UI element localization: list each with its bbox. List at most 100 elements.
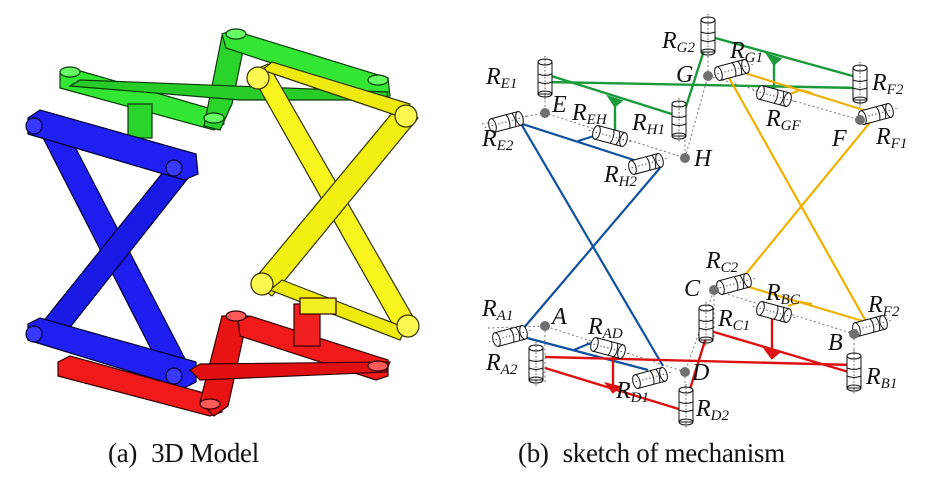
caption-a: (a) 3D Model: [108, 438, 259, 469]
yellow-bracket: [299, 297, 337, 315]
green-post: [127, 103, 153, 139]
joint-RF2-top: [852, 61, 868, 107]
link-RH2-RA1: [521, 167, 661, 331]
yellow-top-bar: [260, 61, 411, 119]
point-E: [540, 108, 550, 118]
green-junction: [606, 94, 624, 108]
green-pin: [367, 74, 389, 86]
joint-RG2: [700, 13, 716, 59]
joint-RE1: [537, 55, 553, 101]
caption-a-text: 3D Model: [151, 438, 259, 468]
label-REH: REH: [571, 100, 608, 128]
green-top-platform: [59, 28, 391, 139]
link-RE2-RH2: [509, 118, 635, 162]
label-C: C: [684, 276, 701, 302]
label-RE2: RE2: [481, 126, 514, 154]
joint-RD2: [678, 383, 694, 429]
caption-a-tag: (a): [108, 438, 138, 468]
joint-RC1: [698, 301, 714, 347]
point-A: [540, 321, 550, 331]
link-RG2-RH1: [681, 43, 708, 117]
label-RF2-bottom: RF2: [867, 292, 900, 320]
label-A: A: [550, 304, 567, 330]
green-link-cross: [68, 79, 389, 101]
point-D: [680, 367, 690, 377]
link-RE1-RF2: [544, 80, 861, 90]
blue-top-bar: [27, 109, 199, 181]
label-RH1: RH1: [631, 110, 665, 138]
links-red: [544, 317, 855, 412]
point-C: [709, 285, 719, 295]
blue-pin: [25, 325, 43, 343]
blue-pin: [165, 159, 183, 177]
links-yellow: [727, 68, 873, 326]
points: [540, 71, 865, 377]
link-RC1-RB1: [713, 330, 853, 375]
yellow-bar-2: [251, 105, 419, 297]
label-RD2: RD2: [695, 396, 730, 424]
red-junction: [604, 382, 622, 394]
blue-bar-2: [37, 155, 197, 341]
blue-pin: [165, 367, 183, 385]
green-pin: [59, 66, 81, 78]
point-H: [680, 153, 690, 163]
green-junction: [765, 52, 783, 66]
joint-RB1: [846, 349, 862, 395]
green-pin: [203, 112, 225, 124]
blue-left-scissor: [25, 109, 199, 391]
label-H: H: [693, 146, 713, 172]
label-RG1: RG1: [729, 38, 763, 66]
label-RG2: RG2: [661, 28, 696, 56]
mechanism-sketch-panel: E F G H A B C D RG2 RG1 RE1 RF2 REH RH1 …: [481, 13, 907, 429]
link-RG1-RF2b: [727, 75, 869, 326]
caption-b-text: sketch of mechanism: [562, 438, 786, 468]
green-link-vertical: [203, 35, 247, 131]
label-RB1: RB1: [865, 364, 897, 392]
label-RC2: RC2: [705, 248, 739, 276]
label-E: E: [551, 92, 567, 118]
label-RGF: RGF: [765, 106, 802, 134]
links-blue: [509, 118, 664, 372]
joint-labels: RG2 RG1 RE1 RF2 REH RH1 RGF RF1 RE2 RH2 …: [481, 28, 907, 424]
link-RA1-RD1: [511, 332, 649, 372]
yellow-pin: [396, 314, 420, 338]
label-B: B: [828, 330, 843, 356]
red-pin: [199, 398, 221, 410]
link-RG2-RF2: [707, 34, 861, 80]
point-G: [703, 71, 713, 81]
label-G: G: [676, 62, 693, 88]
label-RBC: RBC: [765, 280, 801, 308]
link-RGF-yellow: [787, 88, 813, 97]
joint-RA1: [486, 323, 534, 349]
yellow-right-scissor: [246, 61, 420, 341]
label-D: D: [691, 360, 709, 386]
caption-b: (b) sketch of mechanism: [518, 438, 785, 469]
red-bottom-platform: [57, 297, 391, 417]
green-pin: [225, 28, 247, 40]
label-RAD: RAD: [587, 314, 623, 342]
joint-RH2: [622, 151, 670, 177]
red-link-cross: [189, 361, 391, 381]
joint-RD1: [626, 365, 674, 391]
blue-pin: [25, 117, 43, 135]
3d-model-panel: [25, 28, 420, 417]
link-RBC-yellow: [787, 300, 813, 308]
label-RE1: RE1: [485, 64, 517, 92]
label-RA2: RA2: [485, 350, 518, 378]
link-RF1-RC2: [744, 119, 873, 276]
point-F: [855, 115, 865, 125]
label-F: F: [831, 126, 847, 152]
label-RF1: RF1: [875, 124, 907, 152]
link-RE2-RD1: [519, 121, 664, 367]
caption-b-tag: (b): [518, 438, 549, 468]
label-RC1: RC1: [717, 306, 750, 334]
label-RH2: RH2: [603, 162, 638, 190]
red-pin: [225, 310, 247, 322]
joint-RH1: [671, 97, 687, 143]
point-labels: E F G H A B C D: [550, 62, 847, 386]
links-green: [544, 34, 861, 130]
label-RD1: RD1: [615, 378, 649, 406]
yellow-pin: [246, 66, 270, 90]
yellow-pin: [250, 272, 274, 296]
red-link-left: [57, 355, 223, 417]
